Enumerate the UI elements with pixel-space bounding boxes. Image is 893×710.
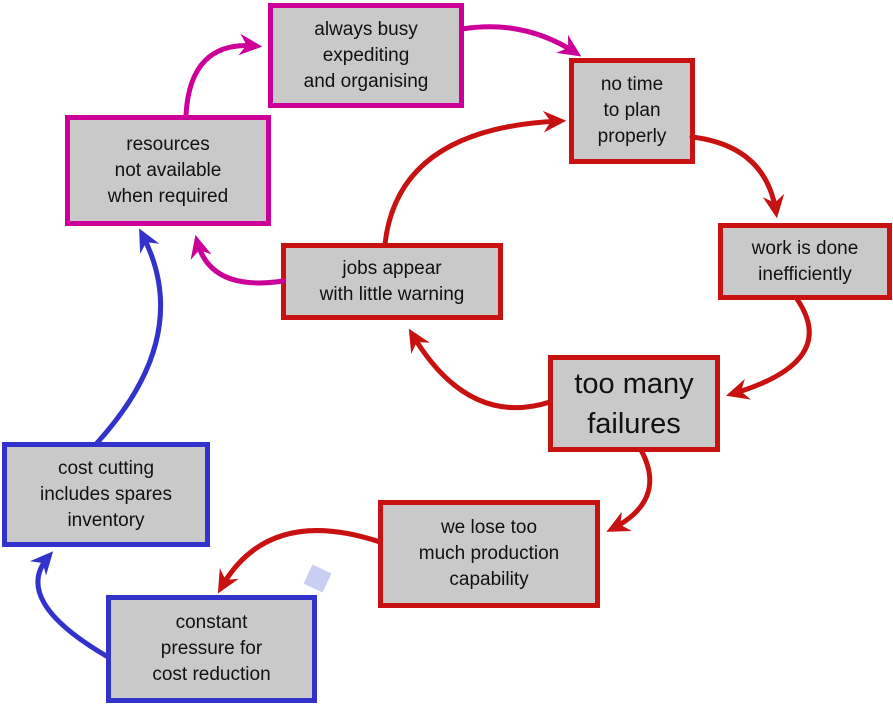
edge-no-time-to-work-inefficient [689, 134, 785, 219]
node-resources-not-available: resources not available when required [65, 115, 271, 226]
node-lose-production-capability: we lose too much production capability [378, 500, 600, 608]
edge-always-busy-to-no-time [459, 24, 582, 57]
edge-we-lose-to-constant-pressure [217, 528, 383, 594]
node-no-time-to-plan: no time to plan properly [569, 58, 695, 164]
edge-cost-cutting-to-resources [94, 228, 164, 446]
node-jobs-appear-little-warning: jobs appear with little warning [281, 243, 503, 320]
edge-jobs-appear-to-resources [190, 234, 286, 286]
edge-too-many-to-jobs-appear [408, 328, 553, 411]
node-constant-pressure-cost-reduction: constant pressure for cost reduction [106, 595, 317, 703]
decorative-diamond [303, 564, 332, 593]
edge-too-many-to-we-lose [606, 447, 653, 532]
node-too-many-failures: too many failures [548, 355, 720, 452]
edge-work-inefficient-to-too-many [725, 296, 812, 400]
edge-constant-pressure-to-cost-cutting [29, 551, 111, 660]
node-always-busy: always busy expediting and organising [268, 3, 464, 108]
edge-resources-to-always-busy [183, 33, 263, 118]
node-cost-cutting-spares: cost cutting includes spares inventory [2, 442, 210, 547]
edge-jobs-appear-to-no-time [382, 110, 567, 247]
node-work-done-inefficiently: work is done inefficiently [718, 223, 892, 300]
